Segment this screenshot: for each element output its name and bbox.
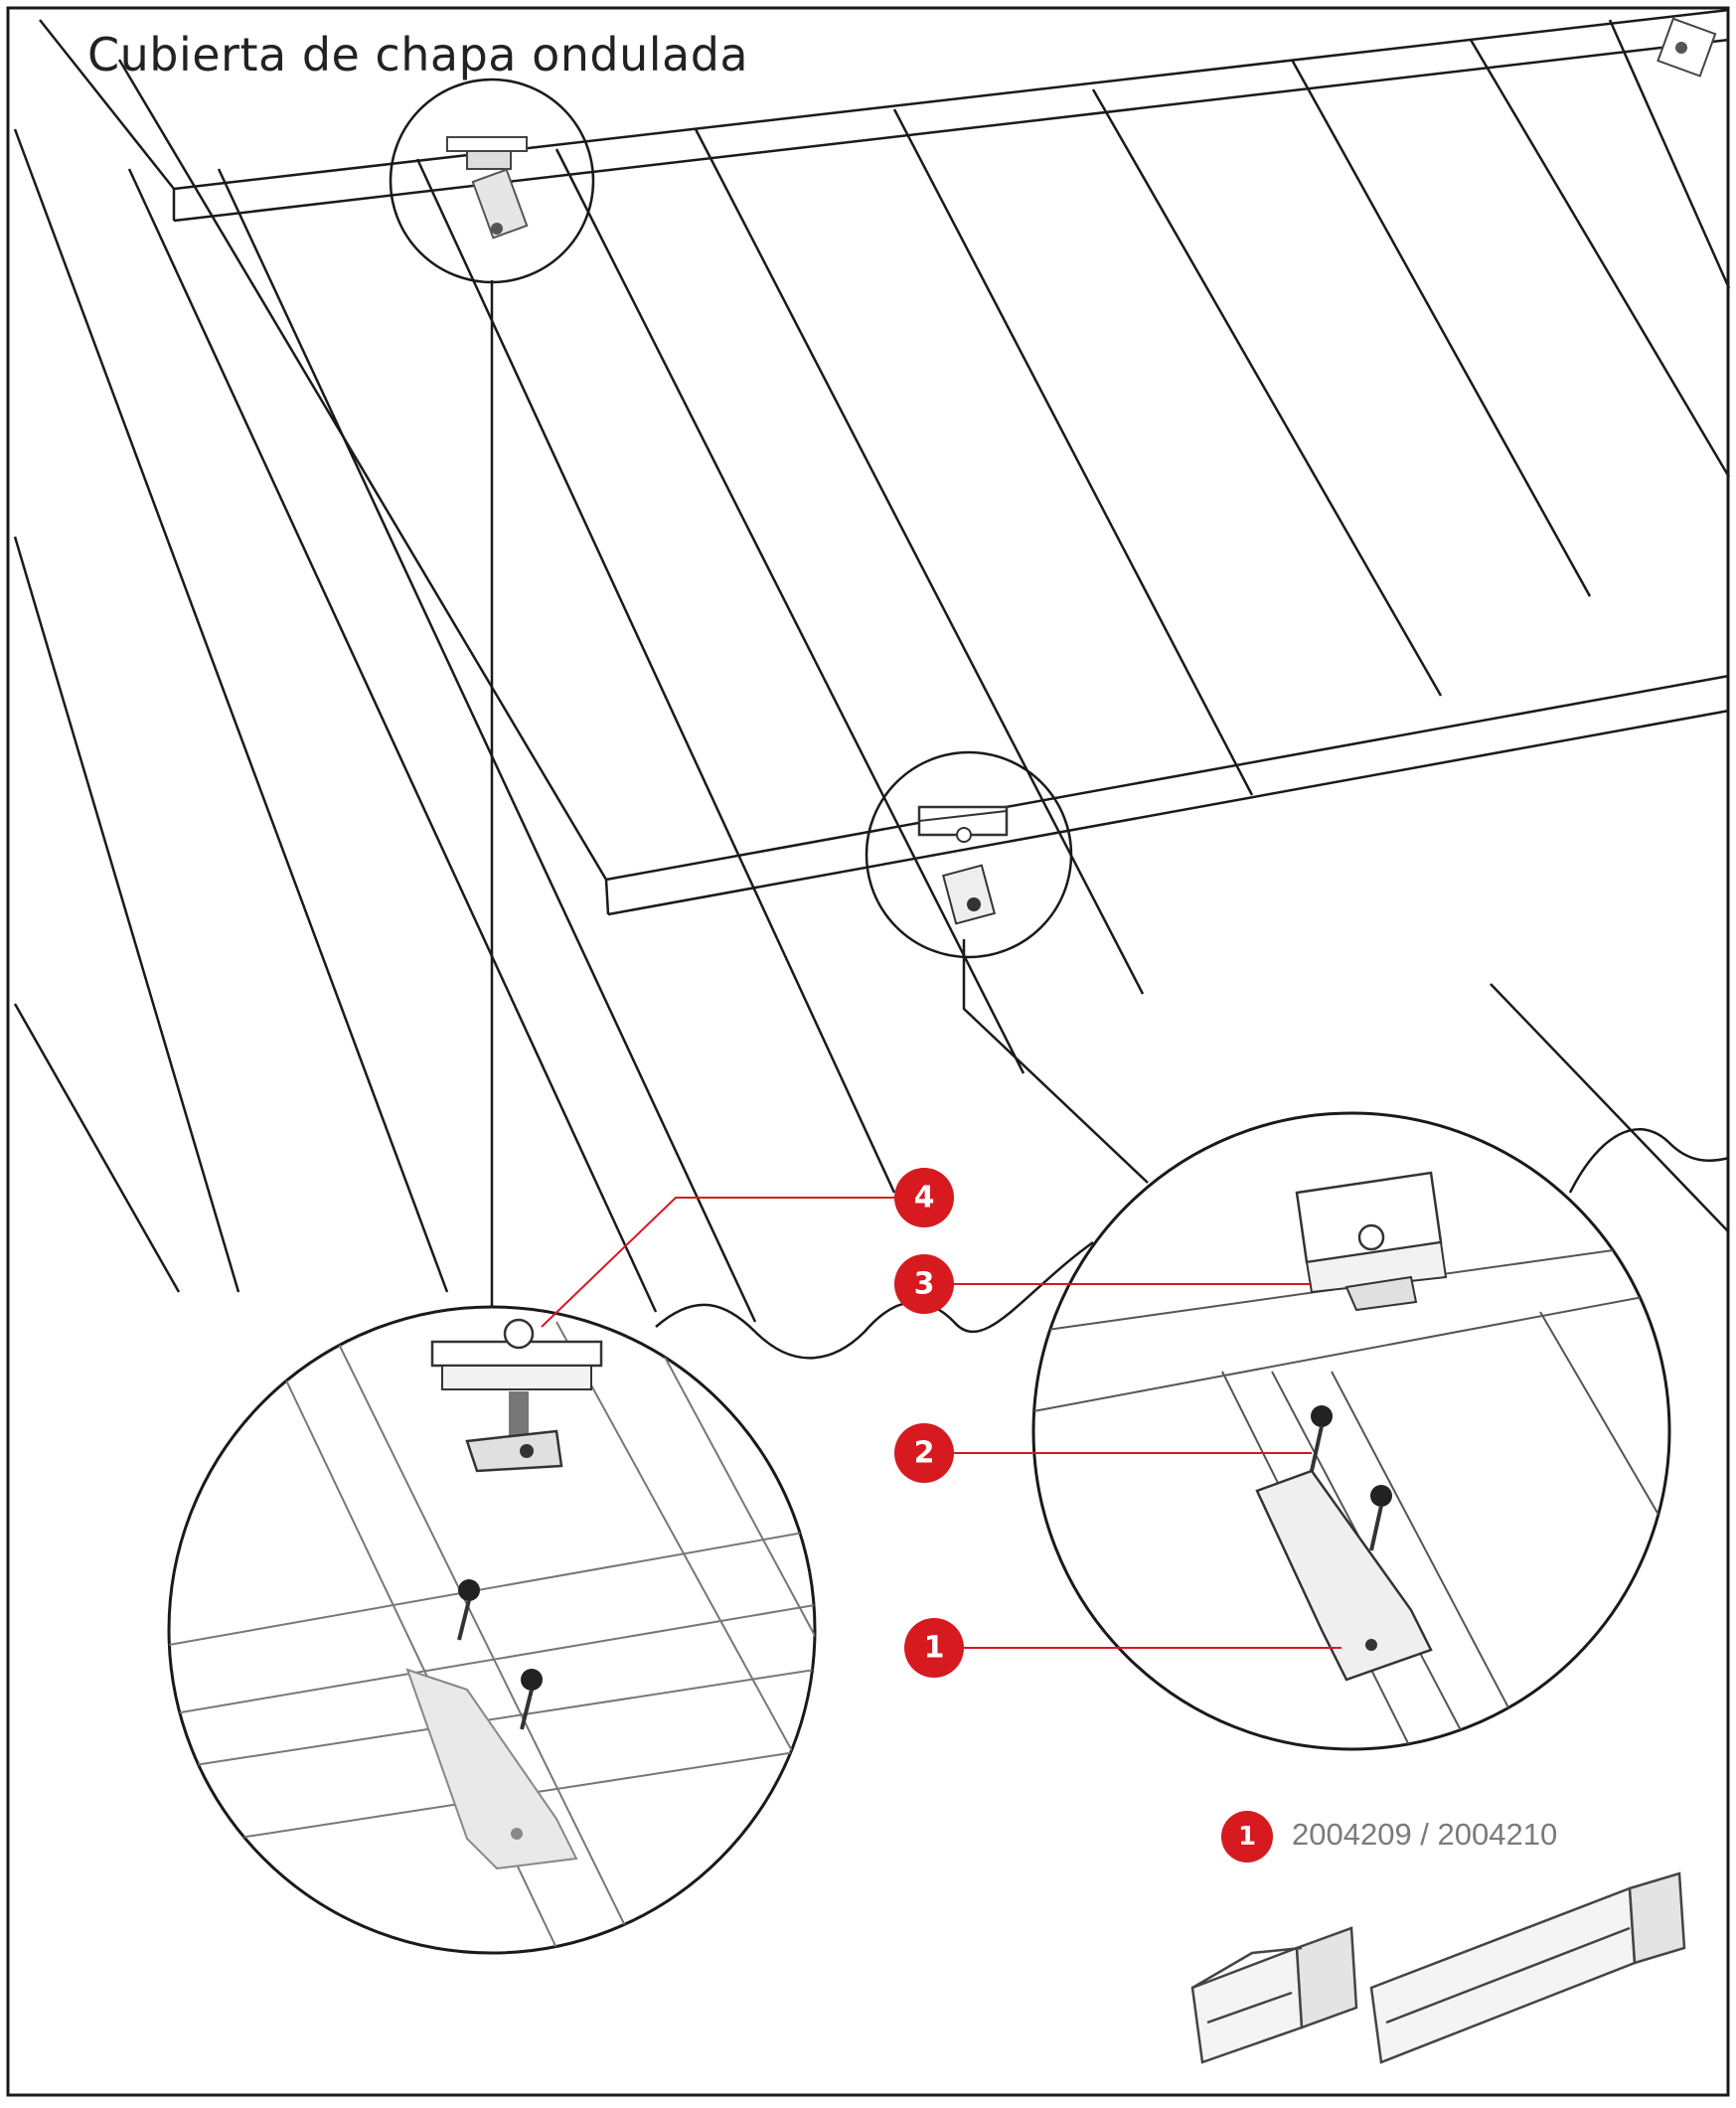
callout-2: 2 — [894, 1423, 954, 1483]
callout-2-number: 2 — [914, 1436, 935, 1471]
corner-clamp — [1657, 17, 1717, 78]
detail-leader-lines — [490, 280, 1149, 1307]
callout-1: 1 — [904, 1618, 964, 1678]
detail-circle-middle — [865, 750, 1073, 959]
detail-circle-left — [167, 1305, 817, 1955]
roof-corrugation-lines — [13, 19, 1731, 1323]
callout-3: 3 — [894, 1254, 954, 1314]
lower-solar-panel — [117, 59, 1730, 916]
rail-long-image — [1369, 1871, 1686, 2064]
upper-solar-panel — [39, 8, 1730, 223]
page-title: Cubierta de chapa ondulada — [87, 28, 749, 81]
corrugation-wave-profile — [655, 1127, 1730, 1360]
part-codes: 2004209 / 2004210 — [1292, 1817, 1558, 1852]
callout-leaders — [541, 1197, 1341, 1649]
callout-3-number: 3 — [914, 1267, 935, 1302]
detail-circle-right — [1031, 1111, 1671, 1751]
callout-4: 4 — [894, 1168, 954, 1227]
callout-4-number: 4 — [914, 1181, 935, 1216]
legend-badge-number: 1 — [1238, 1822, 1256, 1852]
rail-short-image — [1190, 1926, 1358, 2064]
detail-circle-top — [389, 78, 595, 284]
legend-badge: 1 — [1221, 1811, 1273, 1863]
page-border — [6, 6, 1730, 2097]
callout-1-number: 1 — [924, 1631, 945, 1666]
